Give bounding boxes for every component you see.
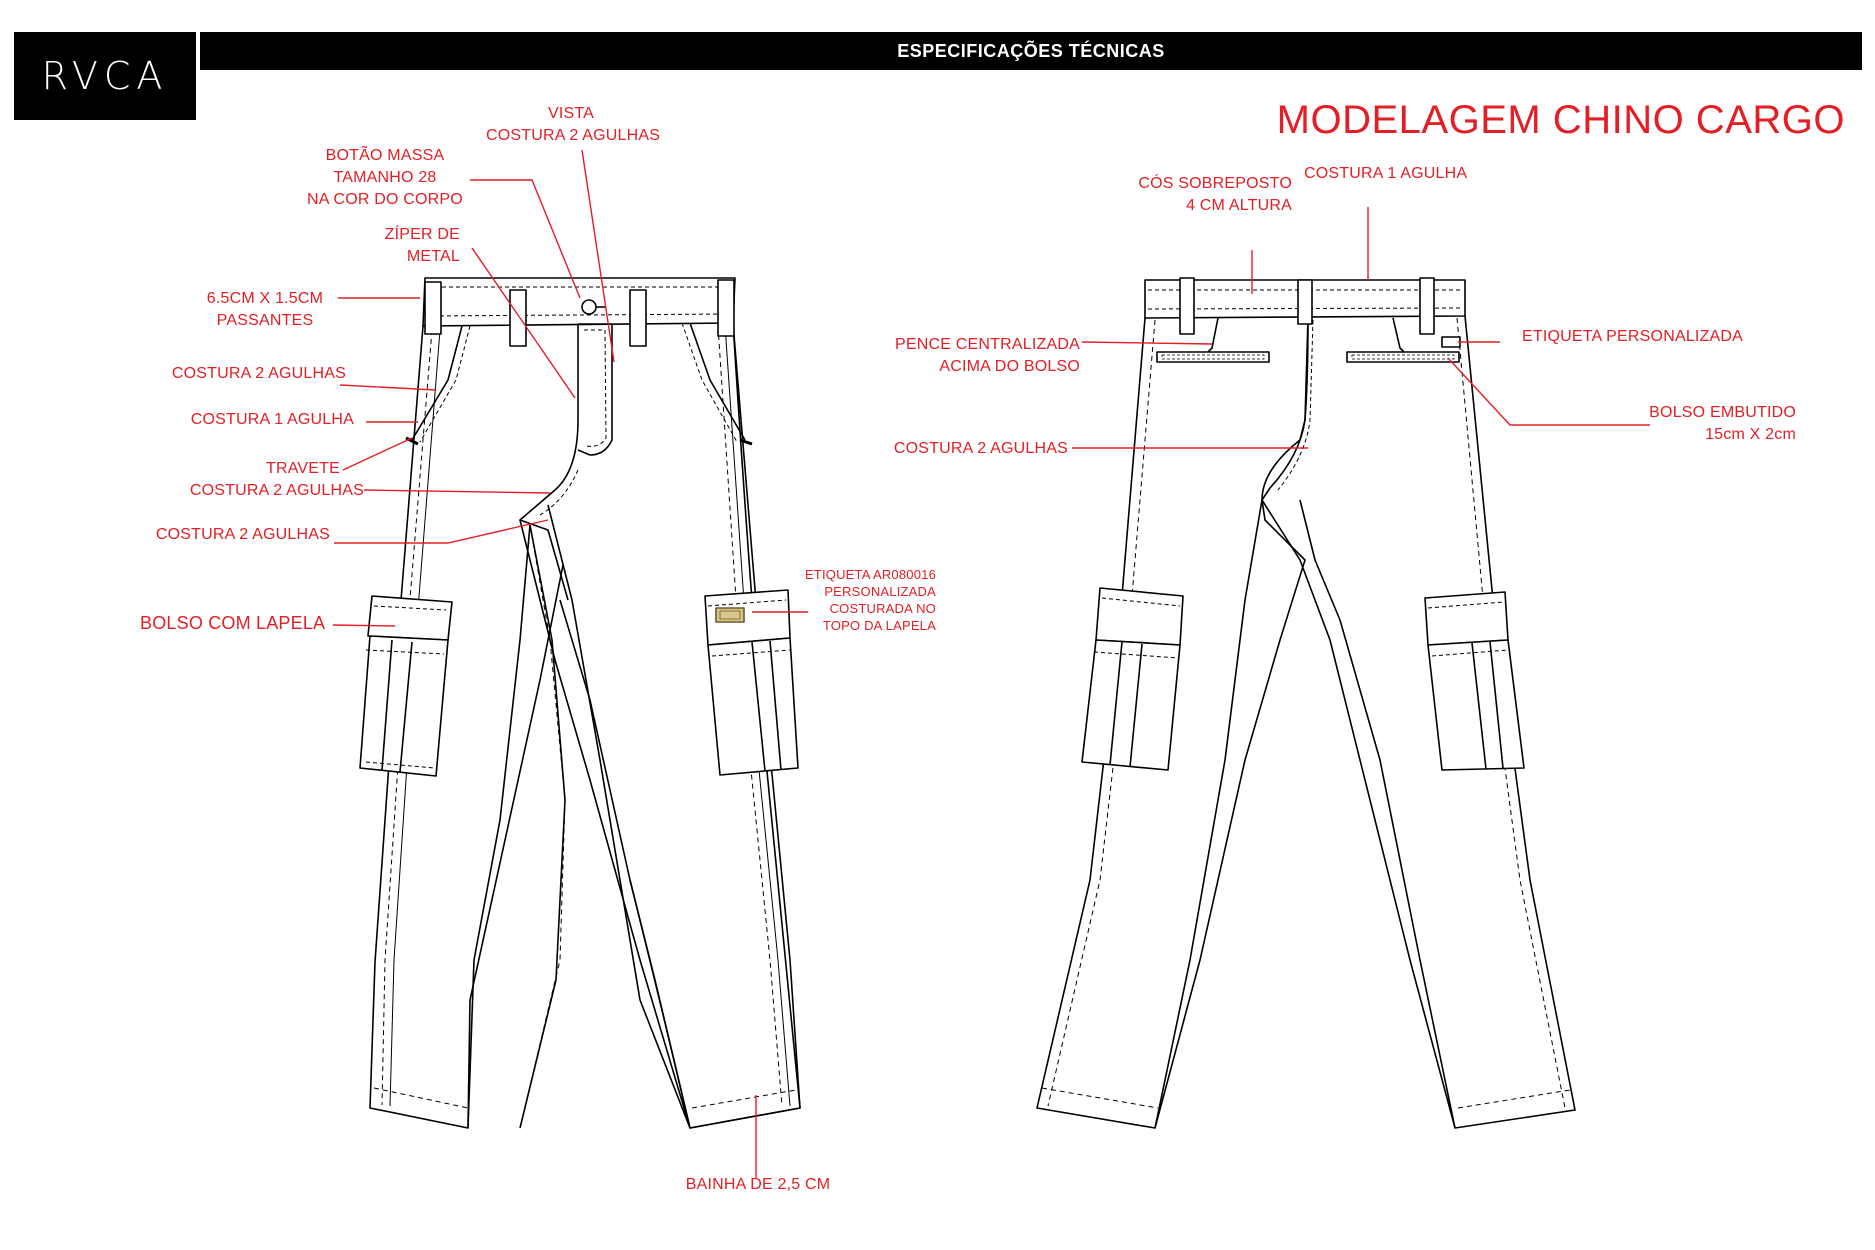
label-cos-sobreposto: CÓS SOBREPOSTO 4 CM ALTURA [1138,175,1292,214]
front-view [359,277,801,1129]
label-costura-2-agulhas-back: COSTURA 2 AGULHAS [893,440,1068,457]
label-tag-icon [715,607,745,623]
rvca-logo: RVCA [14,32,196,120]
label-ziper: ZÍPER DE METAL [384,226,460,265]
top-bar: ESPECIFICAÇÕES TÉCNICAS [200,32,1862,70]
label-bolso-embutido: BOLSO EMBUTIDO 15cm X 2cm [1649,404,1796,443]
page-title: MODELAGEM CHINO CARGO [1276,98,1845,142]
label-vista: VISTA COSTURA 2 AGULHAS [486,105,661,144]
back-view [1036,277,1576,1129]
label-travete: TRAVETE [265,460,340,477]
label-etiqueta-personalizada: ETIQUETA PERSONALIZADA [1522,328,1744,345]
label-costura-1-agulha: COSTURA 1 AGULHA [190,411,354,428]
logo-text: RVCA [41,54,169,98]
label-botao: BOTÃO MASSA TAMANHO 28 NA COR DO CORPO [307,147,463,208]
label-costura-2-agulhas-b: COSTURA 2 AGULHAS [189,482,364,499]
leader-lines [332,149,1650,1178]
label-passantes: 6.5CM X 1.5CM PASSANTES [206,290,324,329]
label-costura-2-agulhas-a: COSTURA 2 AGULHAS [171,365,346,382]
top-bar-title: ESPECIFICAÇÕES TÉCNICAS [897,41,1165,61]
label-costura-2-agulhas-c: COSTURA 2 AGULHAS [155,526,330,543]
button-icon [581,299,597,315]
label-bolso-com-lapela: BOLSO COM LAPELA [140,613,326,633]
label-etiqueta-ar080016: ETIQUETA AR080016 PERSONALIZADA COSTURAD… [804,567,936,633]
label-costura-1-agulha-back: COSTURA 1 AGULHA [1304,165,1468,182]
label-bainha: BAINHA DE 2,5 CM [685,1176,831,1193]
label-pence: PENCE CENTRALIZADA ACIMA DO BOLSO [895,336,1080,375]
